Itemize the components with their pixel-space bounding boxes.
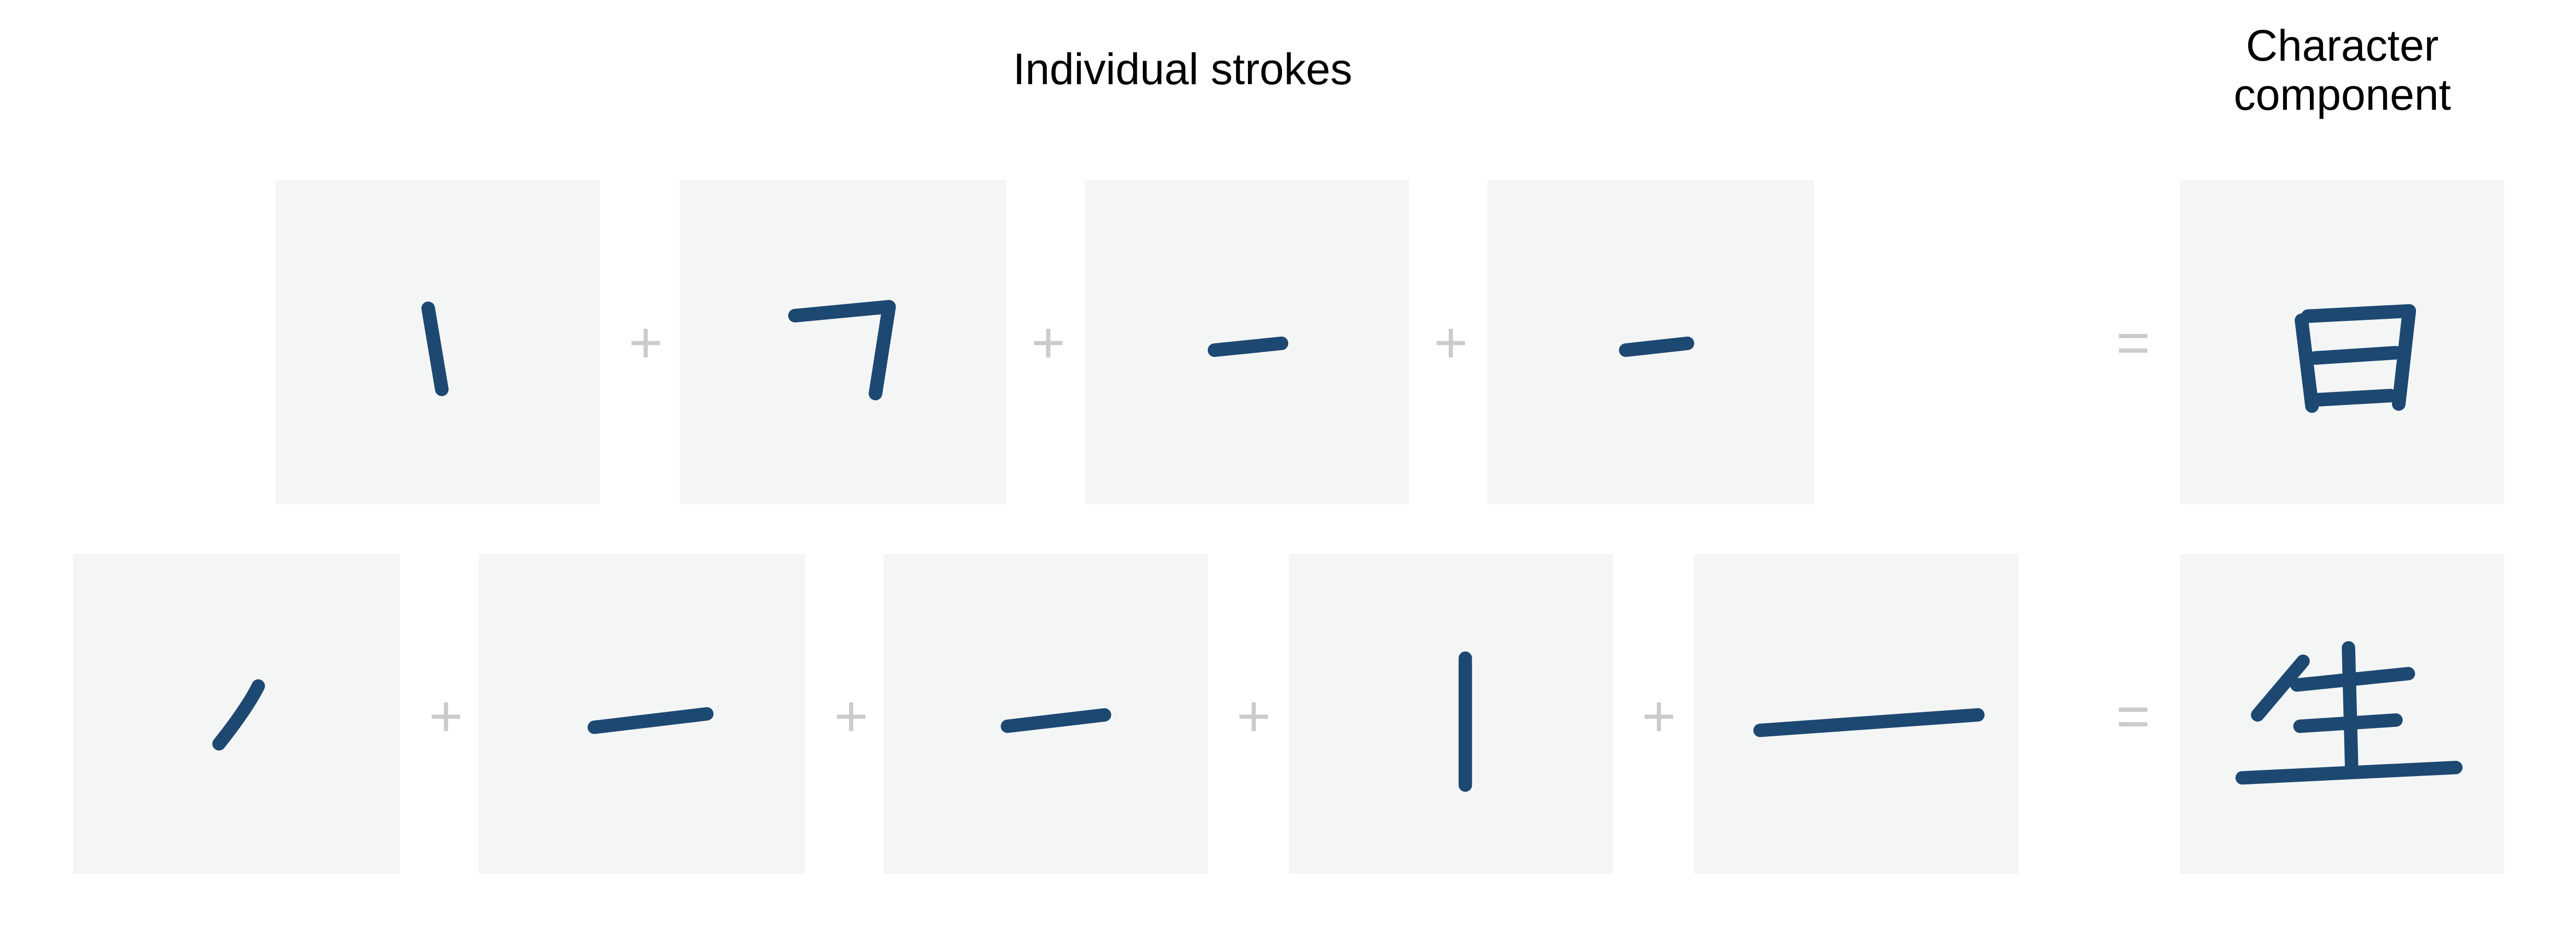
stroke-glyph	[587, 707, 714, 734]
equals-operator: =	[2116, 310, 2150, 375]
stroke-glyph	[1208, 337, 1288, 357]
glyph-stroke-1	[788, 300, 896, 400]
plus-operator-3: +	[1434, 310, 1468, 375]
plus-operator-4: +	[1642, 684, 1676, 749]
stroke-heng-1[interactable]	[478, 554, 805, 874]
stroke-heng-long[interactable]	[1694, 554, 2018, 874]
character-component-header: Character component	[2234, 21, 2451, 120]
stroke-glyph	[1001, 708, 1112, 733]
column-headers: Individual strokes Character component	[0, 0, 2576, 157]
stroke-row-ri: + + + =	[0, 180, 2576, 504]
character-glyph	[2295, 304, 2416, 413]
glyph-stroke-4	[2308, 346, 2402, 365]
plus-operator-1: +	[429, 684, 463, 749]
glyph-stroke-4	[2293, 713, 2403, 733]
glyph-stroke-2	[2301, 304, 2416, 323]
stroke-heng-short-2[interactable]	[1487, 180, 1814, 504]
stroke-heng-2[interactable]	[884, 554, 1208, 874]
glyph-stroke-1	[1753, 708, 1985, 737]
stroke-glyph	[788, 300, 896, 400]
character-component-ri[interactable]	[2180, 180, 2504, 504]
equals-operator: =	[2116, 684, 2150, 749]
glyph-stroke-1	[2295, 314, 2319, 413]
plus-operator-2: +	[834, 684, 868, 749]
plus-operator-2: +	[1031, 310, 1066, 375]
glyph-stroke-1	[212, 679, 265, 751]
character-component-sheng[interactable]	[2180, 554, 2504, 874]
stroke-shu[interactable]	[1289, 554, 1613, 874]
glyph-stroke-1	[2251, 654, 2310, 722]
plus-operator-3: +	[1237, 684, 1271, 749]
glyph-stroke-1	[1208, 337, 1288, 357]
glyph-stroke-3	[2392, 304, 2416, 411]
stroke-row-sheng: + + + + =	[0, 554, 2576, 874]
stroke-glyph	[212, 679, 265, 751]
glyph-stroke-1	[421, 302, 449, 396]
glyph-stroke-3	[2342, 641, 2359, 772]
stroke-glyph	[1458, 651, 1472, 792]
stroke-pie[interactable]	[73, 554, 400, 874]
stroke-glyph	[421, 302, 449, 396]
stroke-shu-dot[interactable]	[276, 180, 600, 504]
stroke-glyph	[1753, 708, 1985, 737]
glyph-stroke-1	[587, 707, 714, 734]
glyph-stroke-1	[1619, 337, 1695, 357]
stroke-heng-short-1[interactable]	[1085, 180, 1409, 504]
plus-operator-1: +	[628, 310, 663, 375]
glyph-stroke-5	[2310, 389, 2397, 407]
individual-strokes-header: Individual strokes	[1013, 44, 1353, 94]
glyph-stroke-5	[2235, 760, 2463, 785]
stroke-heng-zhe[interactable]	[680, 180, 1006, 504]
stroke-glyph	[1619, 337, 1695, 357]
character-glyph	[2235, 641, 2463, 785]
glyph-stroke-1	[1001, 708, 1112, 733]
